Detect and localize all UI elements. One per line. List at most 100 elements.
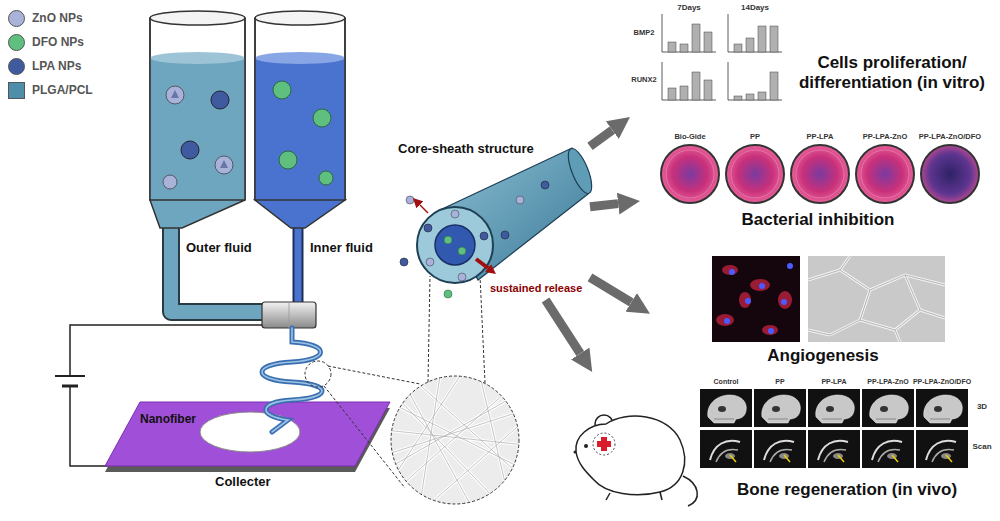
legend-row: LPA NPs	[8, 54, 93, 78]
ct-image	[862, 389, 914, 427]
fluorescence-image	[768, 328, 774, 334]
ct-image	[816, 395, 855, 423]
outer-syringe	[150, 200, 245, 228]
nozzle	[262, 302, 316, 328]
figure-label: PP-LPA	[821, 378, 846, 386]
mouse	[574, 415, 698, 506]
mouse	[606, 493, 610, 500]
magnifier	[391, 376, 519, 504]
bar-chart	[680, 44, 688, 52]
ct-image	[926, 441, 956, 462]
figure-label: PP-LPA-ZnO	[863, 133, 907, 142]
fiber-jet	[262, 328, 322, 432]
fluorescence-image	[781, 299, 787, 305]
bar-chart	[746, 94, 754, 100]
core-sheath-fiber	[516, 196, 524, 204]
inner-syringe	[255, 58, 345, 200]
collector-plate	[105, 402, 390, 472]
fluorescence-image	[716, 314, 734, 326]
ct-image	[870, 395, 909, 423]
feed-tube	[171, 226, 264, 312]
tube-formation-image	[808, 256, 945, 342]
feed-tube	[171, 226, 264, 312]
collector: NanofiberCollecter	[100, 398, 395, 493]
mouse	[660, 492, 662, 500]
bar-chart	[662, 14, 782, 100]
node-label: Outer fluid	[186, 240, 252, 256]
fluorescence-image	[787, 263, 793, 269]
ct-image	[924, 395, 963, 423]
legend-row: DFO NPs	[8, 30, 93, 54]
ct-image	[700, 430, 752, 468]
petri-dish	[796, 150, 844, 198]
figure-label: PP	[775, 378, 784, 386]
fluorescence-image	[729, 269, 735, 275]
ct-image	[916, 389, 968, 427]
figure-label: PP-LPA-ZnO/DFO	[913, 378, 971, 386]
ct-image	[808, 430, 860, 468]
ct-image	[730, 455, 952, 462]
node-label: Collecter	[215, 474, 271, 490]
petri-dish	[726, 145, 784, 203]
node-label: Nanofiber	[140, 412, 196, 426]
node-label: Bone regeneration (in vivo)	[700, 480, 994, 500]
ct-image	[862, 430, 914, 468]
outer-syringe	[150, 58, 245, 200]
inner-syringe	[344, 18, 346, 200]
ct-image	[754, 430, 806, 468]
figure-label: 7Days	[677, 3, 701, 12]
bar-chart	[728, 14, 782, 52]
core-sheath-fiber	[426, 258, 434, 266]
nozzle	[262, 302, 316, 328]
bar-chart	[692, 72, 700, 100]
outer-syringe	[211, 91, 229, 109]
magnifier	[428, 276, 430, 382]
legend-swatch	[8, 10, 25, 27]
outer-syringe	[166, 86, 184, 104]
figure-label: RUNX2	[631, 76, 656, 85]
ct-image	[818, 441, 848, 462]
core-sheath-fiber	[400, 146, 596, 298]
ct-image	[700, 389, 968, 468]
figure-label: BMP2	[634, 29, 655, 38]
inner-syringe	[255, 18, 345, 200]
inner-syringe	[255, 11, 345, 228]
bar-chart	[734, 96, 742, 100]
result-panel: Bacterial inhibition	[640, 128, 996, 245]
result-panel: Bone regeneration (in vivo)	[560, 372, 996, 518]
bar-chart	[668, 88, 676, 100]
fiber-mesh	[385, 375, 525, 504]
fluorescence-image	[745, 298, 751, 304]
core-sheath-fiber	[501, 231, 509, 239]
flow-arrow	[546, 300, 581, 354]
core-sheath-fiber	[406, 196, 414, 204]
figure-label: PP-LPA	[807, 133, 834, 142]
feed-tube	[293, 226, 304, 304]
core-sheath-fiber	[400, 258, 408, 266]
fiber-jet	[262, 328, 322, 432]
magnifier	[328, 366, 420, 384]
inner-syringe	[273, 81, 291, 99]
bar-chart	[758, 26, 766, 52]
figure-label: PP	[750, 133, 760, 142]
outer-syringe	[150, 11, 245, 228]
feed-tube	[295, 226, 302, 304]
syringe: Outer fluid	[146, 8, 254, 264]
fluorescence-image	[762, 325, 778, 335]
node-label: Cells proliferation/ differentiation (in…	[790, 53, 994, 94]
outer-syringe	[150, 18, 245, 200]
fluorescence-image	[759, 283, 765, 289]
legend-swatch	[8, 58, 25, 75]
outer-syringe	[149, 18, 151, 200]
petri-dish	[661, 145, 719, 203]
outer-syringe	[150, 52, 245, 64]
ct-image	[708, 395, 747, 423]
fluorescence-image	[722, 265, 738, 275]
inner-syringe	[313, 109, 331, 127]
outer-syringe	[220, 160, 228, 168]
legend-row: PLGA/PCL	[8, 78, 93, 102]
fiber-mesh	[385, 375, 525, 504]
legend-row: ZnO NPs	[8, 6, 93, 30]
petri-dish	[861, 150, 909, 198]
bar-chart	[770, 72, 778, 100]
